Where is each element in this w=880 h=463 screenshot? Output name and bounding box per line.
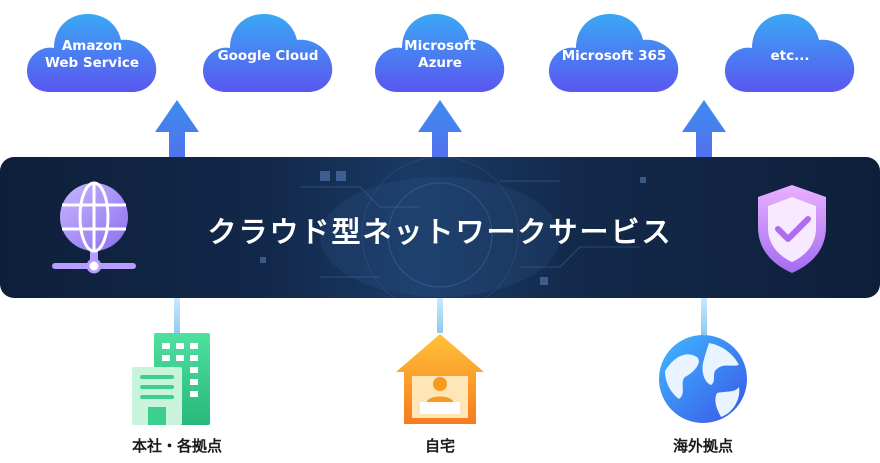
cloud-label: Amazon Web Service — [44, 38, 140, 71]
globe-network-icon — [52, 181, 136, 274]
globe-icon — [659, 335, 747, 423]
arrow-up-right — [680, 98, 728, 178]
arrow-up-icon — [155, 100, 199, 178]
cloud-aws: Amazon Web Service — [24, 2, 160, 94]
cloud-label: Microsoft 365 — [561, 48, 667, 64]
cloud-icon — [374, 14, 505, 92]
home-worker-icon — [396, 334, 484, 424]
network-service-band: クラウド型ネットワークサービス — [0, 157, 880, 298]
arrow-up-icon — [418, 100, 462, 178]
cloud-label: Google Cloud — [217, 48, 319, 64]
arrow-up-left — [153, 98, 201, 178]
cloud-m365: Microsoft 365 — [546, 2, 682, 94]
connector-line — [701, 295, 707, 335]
arrow-up-center — [416, 98, 464, 178]
band-title: クラウド型ネットワークサービス — [207, 215, 673, 249]
cloud-label: etc... — [770, 48, 810, 64]
tech-background — [260, 157, 646, 298]
office-building-icon — [132, 333, 210, 425]
location-label-office: 本社・各拠点 — [131, 437, 222, 455]
cloud-icon — [548, 14, 679, 92]
arrow-up-icon — [682, 100, 726, 178]
location-label-home: 自宅 — [424, 437, 455, 455]
cloud-label: Microsoft Azure — [404, 38, 476, 71]
connector-line — [437, 295, 443, 333]
shield-check-icon — [758, 185, 826, 273]
cloud-icon — [202, 14, 333, 92]
cloud-icon — [26, 14, 157, 92]
cloud-azure: Microsoft Azure — [372, 2, 508, 94]
cloud-icon — [724, 14, 855, 92]
cloud-google: Google Cloud — [200, 2, 336, 94]
connector-line — [174, 295, 180, 335]
cloud-etc: etc... — [722, 2, 858, 94]
location-label-overseas: 海外拠点 — [672, 437, 733, 455]
